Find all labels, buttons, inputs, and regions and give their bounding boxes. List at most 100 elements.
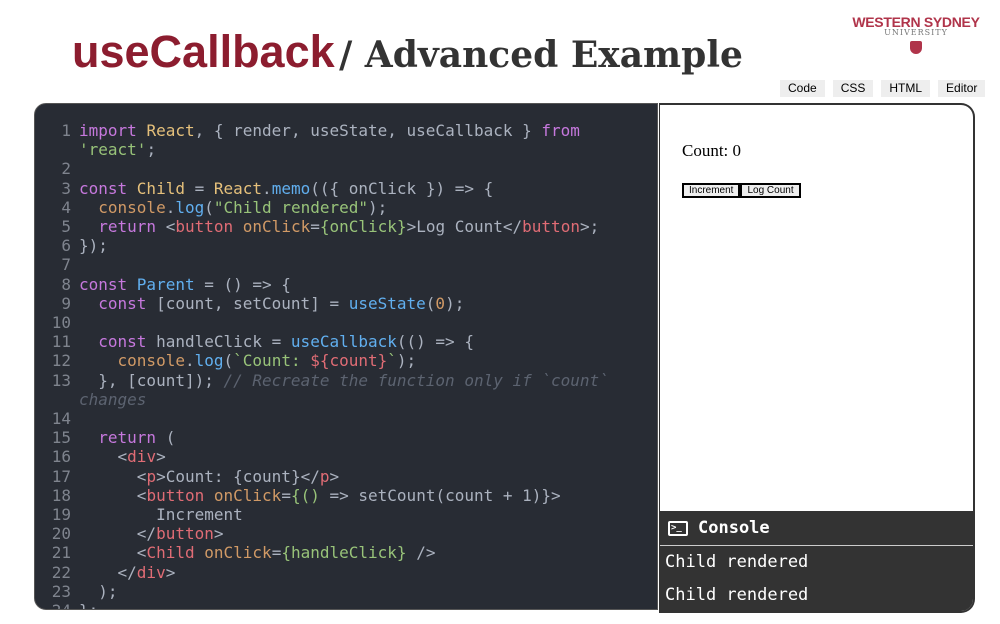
code-token: {handleClick} xyxy=(281,543,407,563)
count-text: Count: 0 xyxy=(682,141,742,160)
code-token xyxy=(79,217,98,236)
code-token: ( xyxy=(425,293,436,313)
code-token: useState xyxy=(348,293,426,313)
code-token: Parent xyxy=(136,274,195,294)
line-source xyxy=(79,159,639,178)
increment-button[interactable]: Increment xyxy=(682,183,741,198)
line-number: 9 xyxy=(61,293,71,313)
code-token: button xyxy=(175,217,234,237)
code-token: const xyxy=(79,274,137,294)
code-token: /> xyxy=(406,543,436,563)
line-source: <button onClick={() => setCount(count + … xyxy=(79,486,639,505)
code-line[interactable]: 9 const [count, setCount] = useState(0); xyxy=(35,294,639,313)
code-line[interactable]: 17 <p>Count: {count}</p> xyxy=(35,467,639,486)
log-count-button[interactable]: Log Count xyxy=(740,183,801,198)
console-title: Console xyxy=(698,518,770,538)
code-line[interactable]: 12 console.log(`Count: ${count}`); xyxy=(35,351,639,370)
tab-html[interactable]: HTML xyxy=(881,80,931,97)
title-sub: / Advanced Example xyxy=(339,34,743,76)
code-token: onClick xyxy=(242,217,311,237)
code-token xyxy=(79,332,98,351)
code-token: button xyxy=(522,217,580,237)
view-tabs: Code CSS HTML Editor xyxy=(780,80,986,97)
code-line[interactable]: 11 const handleClick = useCallback(() =>… xyxy=(35,332,639,351)
line-source: }); xyxy=(79,236,639,255)
console-header: >_ Console xyxy=(660,511,973,546)
code-token: div xyxy=(127,447,157,467)
console-log: Child rendered xyxy=(665,552,809,572)
code-token: 'react' xyxy=(79,140,147,160)
code-token: > xyxy=(165,562,176,582)
code-token: = () => { xyxy=(194,274,291,294)
line-source: }, [count]); // Recreate the function on… xyxy=(79,371,639,409)
code-line[interactable]: 18 <button onClick={() => setCount(count… xyxy=(35,486,639,505)
line-number: 11 xyxy=(51,332,71,352)
line-source: <div> xyxy=(79,447,639,466)
code-token: . xyxy=(184,351,195,371)
line-number: 6 xyxy=(61,236,71,256)
code-line[interactable]: 13 }, [count]); // Recreate the function… xyxy=(35,371,639,409)
line-source: const Child = React.memo(({ onClick }) =… xyxy=(79,179,639,198)
university-logo: WESTERN SYDNEY UNIVERSITY xyxy=(852,14,980,54)
code-token: . xyxy=(165,197,176,217)
code-line[interactable]: 19 Increment xyxy=(35,505,639,524)
code-line[interactable]: 20 </button> xyxy=(35,524,639,543)
code-token xyxy=(233,217,243,236)
code-token: > xyxy=(156,447,166,467)
code-token: </ xyxy=(79,562,137,582)
code-token: React xyxy=(146,121,195,140)
page-title: useCallback / Advanced Example xyxy=(72,26,743,78)
line-number: 12 xyxy=(51,351,71,371)
logo-line1: WESTERN SYDNEY xyxy=(852,14,980,30)
code-line[interactable]: 7 xyxy=(35,255,639,274)
line-number: 7 xyxy=(61,255,71,275)
code-line[interactable]: 10 xyxy=(35,313,639,332)
code-line[interactable]: 22 </div> xyxy=(35,563,639,582)
code-token: const xyxy=(79,178,137,198)
code-line[interactable]: 2 xyxy=(35,159,639,178)
code-line[interactable]: 21 <Child onClick={handleClick} /> xyxy=(35,543,639,562)
code-token: const xyxy=(98,293,157,313)
code-line[interactable]: 16 <div> xyxy=(35,447,639,466)
code-token: . xyxy=(262,178,272,198)
code-token: return xyxy=(98,428,157,448)
code-token: console xyxy=(98,197,166,217)
code-token: </ xyxy=(79,524,157,544)
code-line[interactable]: 15 return ( xyxy=(35,428,639,447)
line-source: console.log("Child rendered"); xyxy=(79,198,639,217)
tab-editor[interactable]: Editor xyxy=(938,80,986,97)
code-token: ` xyxy=(387,351,397,371)
line-number: 5 xyxy=(61,217,71,237)
code-line[interactable]: 24}; xyxy=(35,601,639,609)
code-token: >; xyxy=(579,217,600,237)
line-source: const handleClick = useCallback(() => { xyxy=(79,332,639,351)
code-token: div xyxy=(136,562,166,582)
code-token: < xyxy=(79,466,147,486)
tab-code[interactable]: Code xyxy=(780,80,825,97)
code-token: return xyxy=(98,217,166,237)
code-token: log xyxy=(175,197,205,217)
code-token: ${count} xyxy=(310,351,388,371)
code-token: ; xyxy=(146,140,157,160)
code-line[interactable]: 6}); xyxy=(35,236,639,255)
code-token: < xyxy=(79,543,147,563)
code-token: }, [count]); xyxy=(79,370,224,390)
code-line[interactable]: 14 xyxy=(35,409,639,428)
line-number: 20 xyxy=(51,524,71,544)
line-number: 2 xyxy=(61,159,71,179)
code-token: }); xyxy=(79,236,108,256)
code-token: log xyxy=(194,351,224,371)
tab-css[interactable]: CSS xyxy=(832,80,874,97)
code-token: >Count: {count}</ xyxy=(156,466,320,486)
code-line[interactable]: 4 console.log("Child rendered"); xyxy=(35,198,639,217)
code-token: = xyxy=(271,543,282,563)
line-source: ); xyxy=(79,582,639,601)
code-line[interactable]: 5 return <button onClick={onClick}>Log C… xyxy=(35,217,639,236)
line-number: 19 xyxy=(51,505,71,525)
code-line[interactable]: 23 ); xyxy=(35,582,639,601)
